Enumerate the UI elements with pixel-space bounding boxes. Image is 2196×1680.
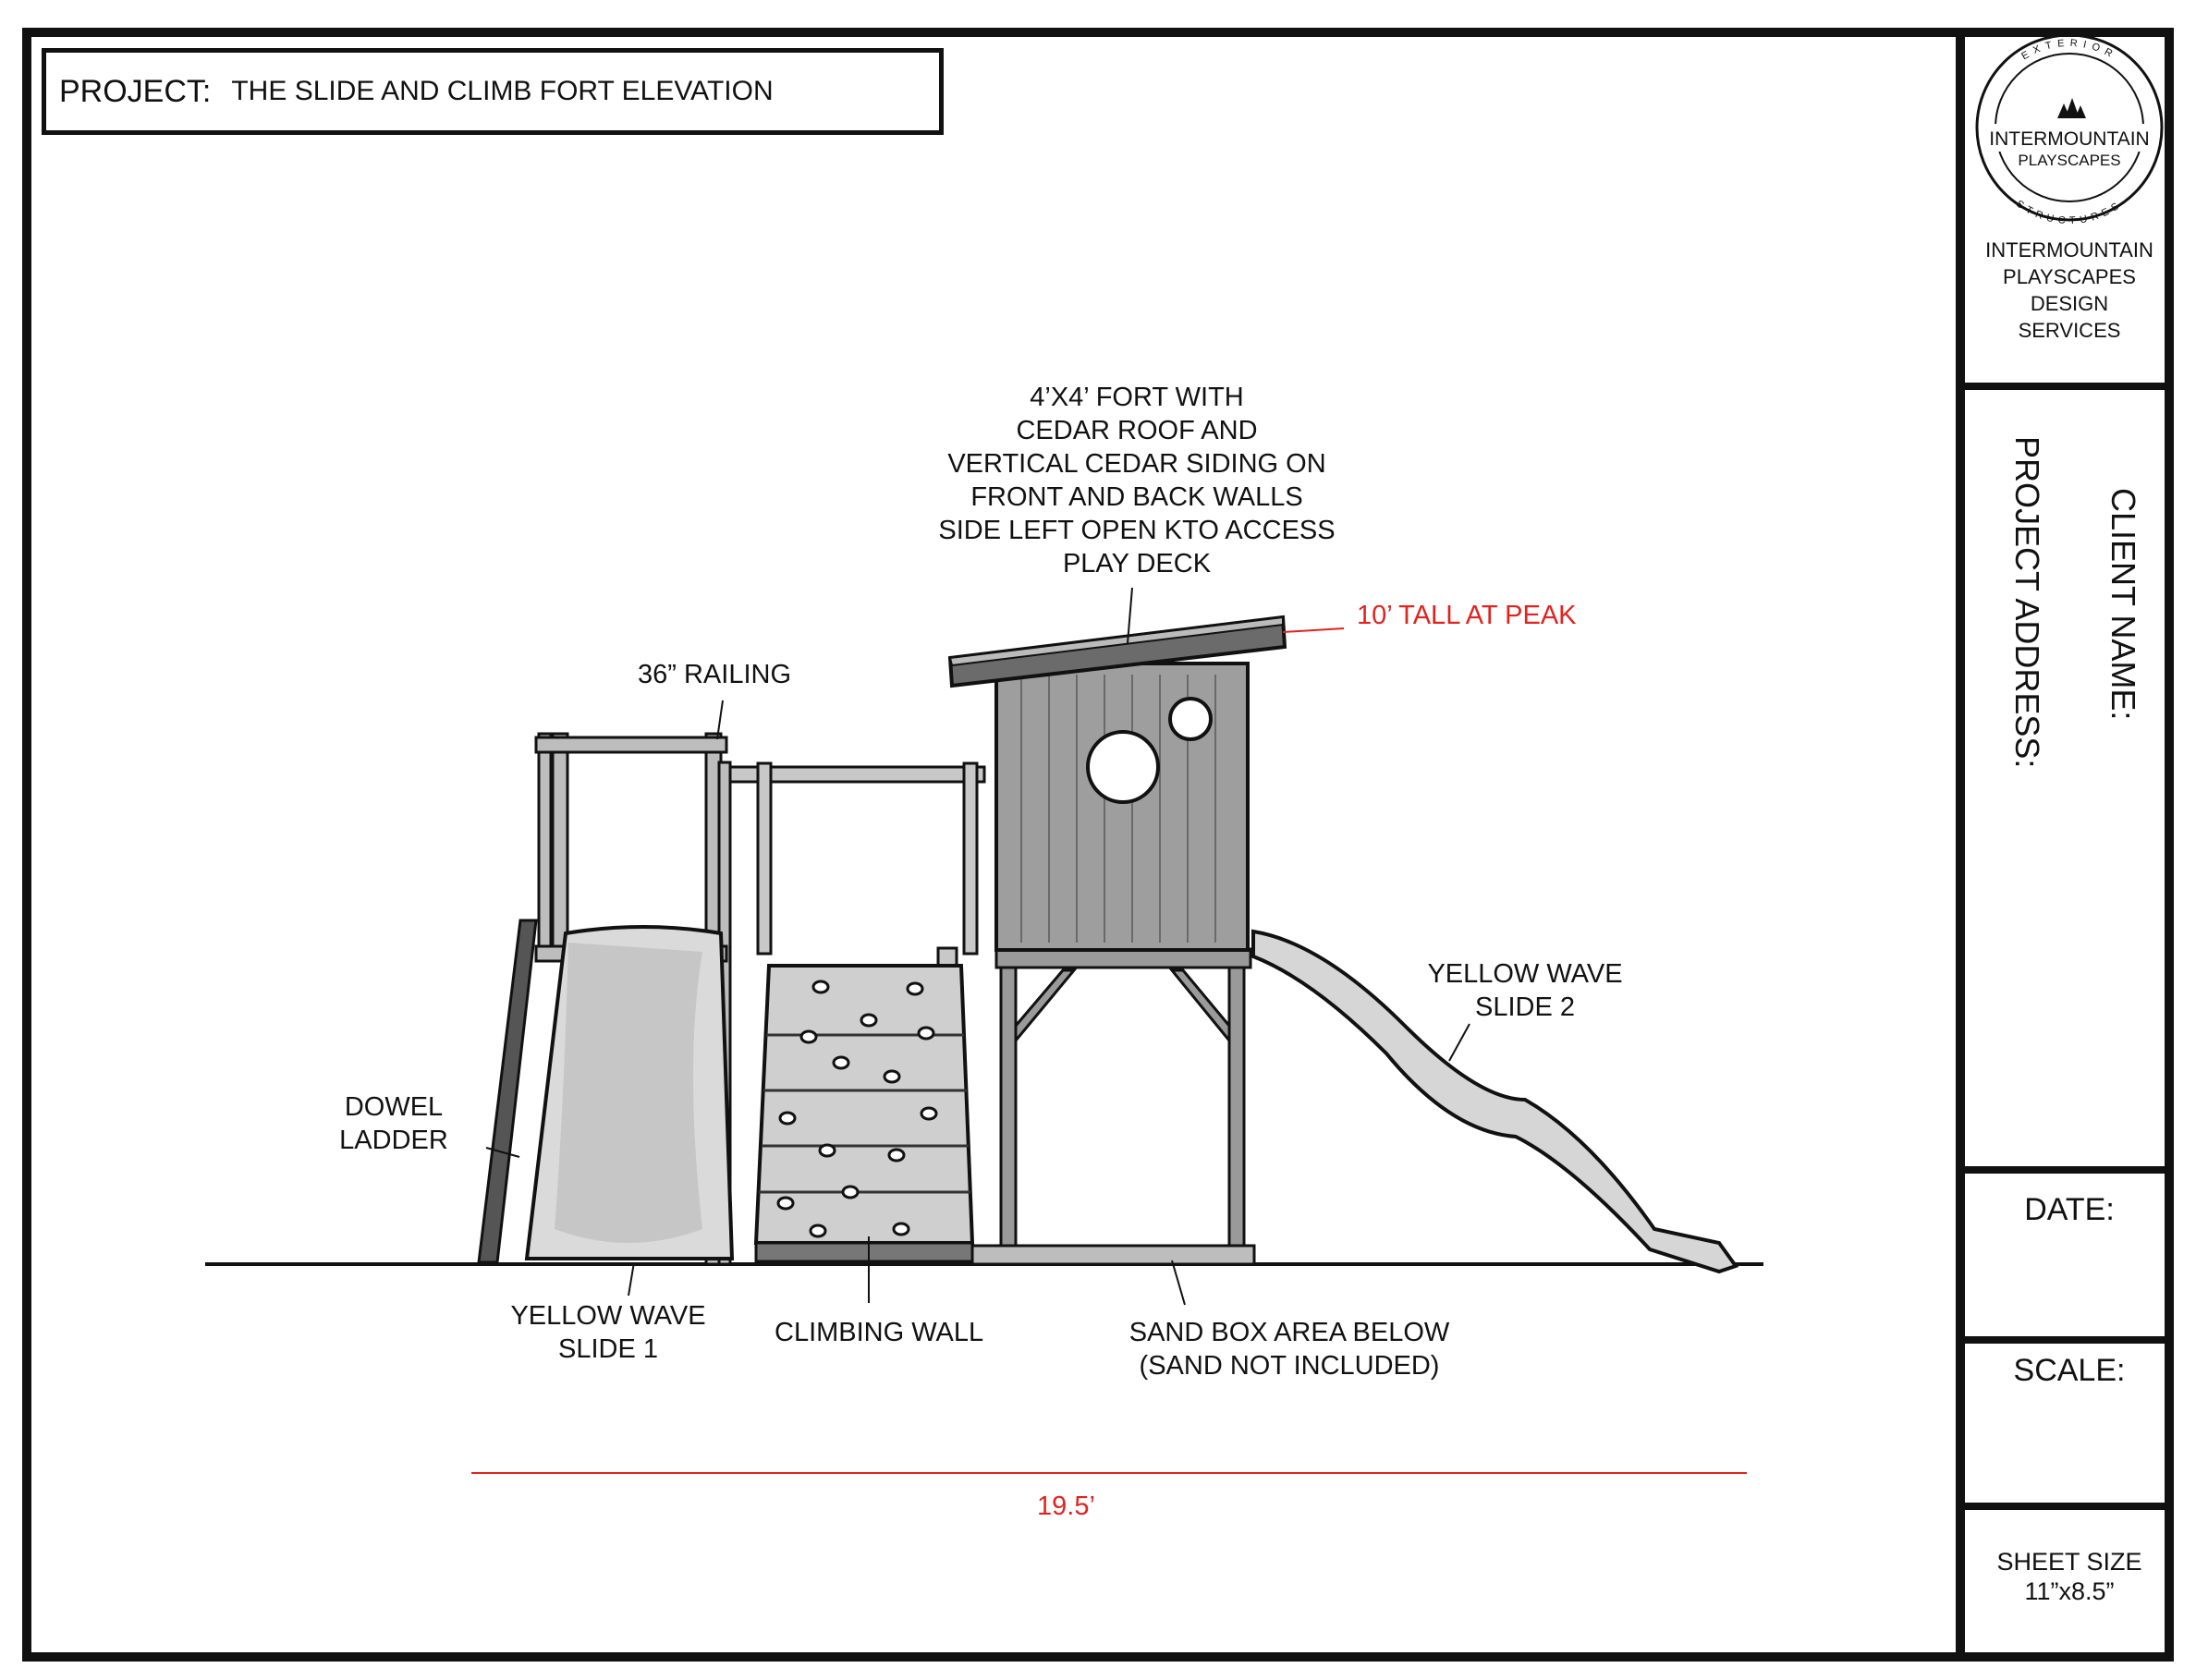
project-label: PROJECT: [59, 73, 212, 109]
company-name-block: INTERMOUNTAIN PLAYSCAPES DESIGN SERVICES [1965, 237, 2174, 344]
slide-1-line: SLIDE 1 [558, 1334, 658, 1364]
overall-width-label: 19.5’ [1037, 1491, 1095, 1521]
fort-desc-line: 4’X4’ FORT WITH [1030, 383, 1244, 412]
sandbox-line: (SAND NOT INCLUDED) [1139, 1351, 1440, 1381]
sandbox-line: SAND BOX AREA BELOW [1128, 1318, 1450, 1347]
company-line: PLAYSCAPES [2003, 265, 2136, 288]
sandbox-label: SAND BOX AREA BELOW (SAND NOT INCLUDED) [1095, 1316, 1483, 1382]
company-line: SERVICES [2018, 319, 2121, 342]
dowel-ladder-line: DOWEL [344, 1092, 444, 1122]
dowel-ladder-label: DOWEL LADDER [329, 1090, 458, 1157]
fort-desc-line: FRONT AND BACK WALLS [970, 482, 1303, 512]
fort-window-small [1168, 697, 1213, 741]
fort-desc-line: VERTICAL CEDAR SIDING ON [947, 449, 1326, 479]
peak-leader-line [1282, 627, 1345, 633]
fort-deck-frame [970, 947, 1256, 1266]
fort-house [994, 662, 1250, 952]
sheet-size-block: SHEET SIZE 11”x8.5” [1965, 1547, 2174, 1606]
slide-2-line: SLIDE 2 [1475, 992, 1575, 1022]
project-header-box: PROJECT: THE SLIDE AND CLIMB FORT ELEVAT… [42, 48, 944, 135]
company-line: INTERMOUNTAIN [1985, 238, 2153, 262]
sheet-size-line: 11”x8.5” [2024, 1577, 2115, 1605]
slide-1-line: YELLOW WAVE [510, 1301, 706, 1331]
title-block-line-1 [1965, 383, 2174, 390]
drawing-sheet-border [22, 28, 2174, 1662]
slide-2-line: YELLOW WAVE [1427, 959, 1623, 989]
fort-desc-line: PLAY DECK [1062, 549, 1212, 578]
fort-desc-line: CEDAR ROOF AND [1016, 416, 1258, 445]
railing-label: 36” RAILING [638, 660, 791, 689]
yellow-wave-slide-2 [1251, 929, 1739, 1274]
scale-label: SCALE: [2013, 1353, 2126, 1388]
fort-description-label: 4’X4’ FORT WITH CEDAR ROOF AND VERTICAL … [924, 381, 1349, 580]
fort-desc-line: SIDE LEFT OPEN KTO ACCESS [938, 516, 1336, 545]
title-block-divider [1956, 28, 1965, 1662]
fort-roof [947, 615, 1287, 688]
leader-lines [485, 587, 1470, 1306]
climbing-wall [753, 964, 975, 1263]
sheet-size-line: SHEET SIZE [1996, 1548, 2142, 1576]
climbing-wall-label: CLIMBING WALL [775, 1318, 984, 1347]
peak-height-label: 10’ TALL AT PEAK [1357, 601, 1577, 630]
middle-railing [728, 761, 986, 970]
dowel-ladder-line: LADDER [339, 1126, 448, 1155]
slide-1-label: YELLOW WAVE SLIDE 1 [488, 1299, 728, 1366]
yellow-wave-slide-1 [524, 925, 735, 1260]
title-block-line-3 [1965, 1336, 2174, 1344]
project-title: THE SLIDE AND CLIMB FORT ELEVATION [231, 76, 774, 106]
date-label: DATE: [2024, 1192, 2115, 1227]
dowel-ladder [477, 919, 538, 1264]
fort-window-large [1086, 730, 1160, 804]
slide-2-label: YELLOW WAVE SLIDE 2 [1405, 957, 1645, 1024]
company-line: DESIGN [2030, 292, 2109, 315]
title-block-line-2 [1965, 1166, 2174, 1174]
railing-top-rail [534, 736, 728, 754]
title-block-line-4 [1965, 1503, 2174, 1510]
